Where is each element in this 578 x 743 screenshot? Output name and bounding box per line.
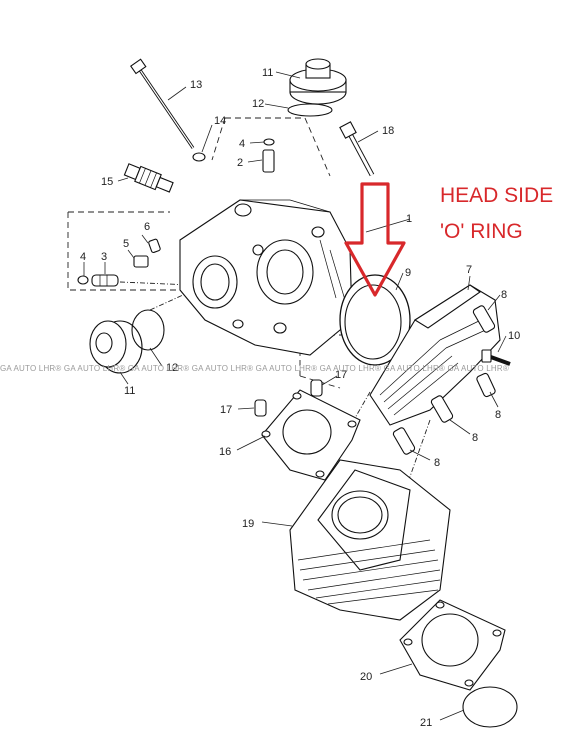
callout-line-2: 'O' RING [440,220,523,243]
guide-2 [262,149,275,173]
label-4-left: 4 [80,251,86,263]
label-18: 18 [382,125,394,137]
base-gasket-20 [399,599,506,691]
cap-11-left [89,320,143,374]
label-16: 16 [219,446,231,458]
label-13: 13 [190,79,202,91]
label-21: 21 [420,717,432,729]
label-15: 15 [101,176,113,188]
bolt-10 [481,349,511,366]
callout-line-1: HEAD SIDE [440,184,553,207]
label-17-right: 17 [335,369,347,381]
cap-11-top [289,58,347,105]
label-8-c: 8 [472,432,478,444]
label-4-top: 4 [239,138,245,150]
label-11-top: 11 [262,67,273,79]
plug-6 [148,238,161,253]
bolt-18 [339,121,375,177]
label-6: 6 [144,221,150,233]
bolt-5 [133,255,149,268]
label-12-left: 12 [166,362,178,374]
label-10: 10 [508,330,520,342]
clip-4-top [263,138,275,146]
label-2: 2 [237,157,243,169]
o-ring-21 [462,686,518,728]
leader-lines [83,71,507,721]
watermark-text: GA AUTO LHR® GA AUTO LHR® GA AUTO LHR® G… [0,364,509,373]
label-11-left: 11 [124,385,135,397]
part-number-labels: 13 11 12 14 4 2 15 18 1 9 7 8 10 8 8 8 4… [80,67,520,729]
label-3: 3 [101,251,107,263]
damper-8 [392,305,496,455]
spark-plug-15 [123,163,174,193]
label-14: 14 [214,115,226,127]
cylinder-head [179,199,353,356]
label-12-top: 12 [252,98,264,110]
label-7: 7 [466,264,472,276]
dowel-17-right [310,379,323,397]
label-8-d: 8 [434,457,440,469]
label-8-a: 8 [501,289,507,301]
o-ring-12-left [131,309,165,351]
callout-arrow-icon [344,182,406,297]
dowel-17-left [254,399,267,417]
clip-4-left [77,275,89,285]
label-9: 9 [405,267,411,279]
o-ring-9-head-side [339,274,411,366]
washer-14 [192,152,206,162]
label-19: 19 [242,518,254,530]
label-20: 20 [360,671,372,683]
side-cover-7 [369,284,501,426]
bolt-13 [130,58,195,149]
cylinder-19 [289,459,451,621]
pin-3 [91,274,119,287]
label-8-b: 8 [495,409,501,421]
o-ring-12-top [287,103,333,117]
label-1: 1 [406,213,412,225]
head-gasket-16 [261,389,361,481]
label-17-left: 17 [220,404,232,416]
label-5: 5 [123,238,129,250]
